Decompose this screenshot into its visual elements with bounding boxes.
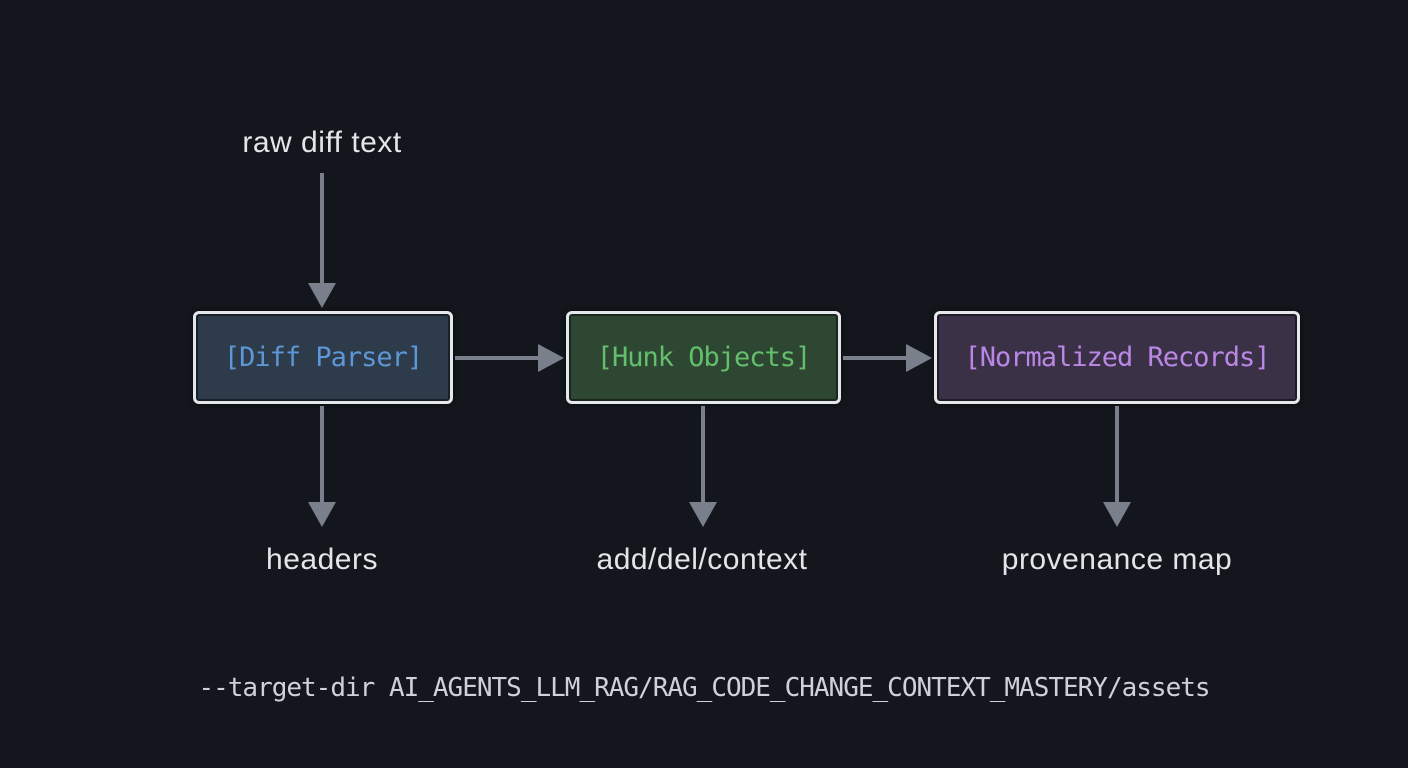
output-label-add-del-context: add/del/context xyxy=(596,543,808,576)
arrow-line xyxy=(320,173,324,284)
output-label-provenance-map: provenance map xyxy=(1001,543,1233,576)
node-box-diff-parser: [Diff Parser] xyxy=(193,311,453,404)
node-label: [Diff Parser] xyxy=(223,342,423,373)
arrow-line xyxy=(1115,406,1119,503)
arrow-line xyxy=(455,356,540,360)
input-label: raw diff text xyxy=(242,126,402,159)
arrow-line xyxy=(843,356,908,360)
command-text: --target-dir AI_AGENTS_LLM_RAG/RAG_CODE_… xyxy=(198,673,1210,703)
arrow-down-icon xyxy=(689,502,717,527)
arrow-line xyxy=(320,406,324,503)
node-label: [Hunk Objects] xyxy=(596,342,812,373)
arrow-right-icon xyxy=(538,344,564,372)
arrow-line xyxy=(701,406,705,503)
arrow-down-icon xyxy=(308,502,336,527)
node-box-hunk-objects: [Hunk Objects] xyxy=(566,311,841,404)
node-label: [Normalized Records] xyxy=(964,342,1270,373)
arrow-down-icon xyxy=(308,283,336,308)
output-label-headers: headers xyxy=(266,543,378,576)
arrow-right-icon xyxy=(906,344,932,372)
node-box-normalized-records: [Normalized Records] xyxy=(934,311,1300,404)
arrow-down-icon xyxy=(1103,502,1131,527)
